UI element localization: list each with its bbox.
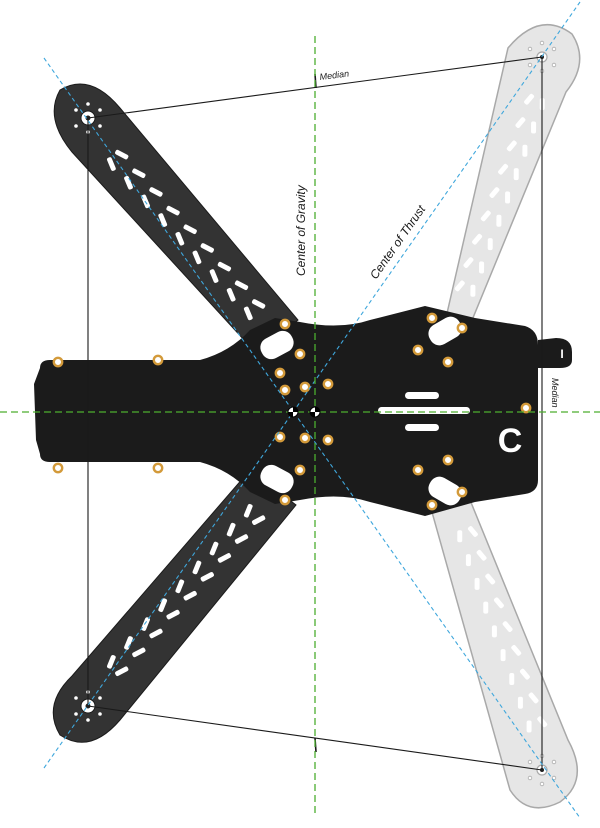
- bolt: [412, 464, 424, 476]
- light-arm-cutouts: [454, 40, 557, 787]
- bolt: [322, 378, 334, 390]
- bolt: [322, 434, 334, 446]
- center-markers: [287, 406, 321, 418]
- thrust-lines: [43, 1, 581, 819]
- bolt: [152, 354, 164, 366]
- bolt: [456, 322, 468, 334]
- bolt: [274, 431, 286, 443]
- bolt: [279, 384, 291, 396]
- median-label-right: Median: [550, 378, 560, 408]
- center-of-gravity-label: Center of Gravity: [294, 184, 308, 276]
- bolt: [274, 367, 286, 379]
- bolt: [426, 499, 438, 511]
- bolt: [52, 462, 64, 474]
- tab-mark: I: [560, 347, 563, 361]
- median-label-top: Median: [319, 68, 350, 82]
- bolt: [152, 462, 164, 474]
- bolt: [294, 348, 306, 360]
- bolt: [456, 486, 468, 498]
- bolt: [299, 432, 311, 444]
- center-of-thrust-label: Center of Thrust: [367, 202, 429, 282]
- bolt: [299, 381, 311, 393]
- right-arms-light: [429, 23, 581, 809]
- plate-logo: C: [498, 422, 523, 460]
- plate-tab: [538, 338, 572, 368]
- center-plate: [34, 306, 538, 516]
- bolt: [279, 494, 291, 506]
- bolt: [442, 356, 454, 368]
- bolt: [426, 312, 438, 324]
- bolt: [52, 356, 64, 368]
- arm-upper-right: [444, 23, 581, 326]
- gravity-lines: [0, 36, 600, 816]
- dark-arm-cutouts: [74, 102, 266, 722]
- left-arms-dark: [52, 83, 299, 743]
- arm-lower-left: [52, 469, 297, 743]
- bolt: [412, 344, 424, 356]
- bolt: [442, 454, 454, 466]
- bolt: [279, 318, 291, 330]
- bolt: [520, 402, 532, 414]
- bolt: [294, 464, 306, 476]
- plate-bolts: [52, 312, 532, 511]
